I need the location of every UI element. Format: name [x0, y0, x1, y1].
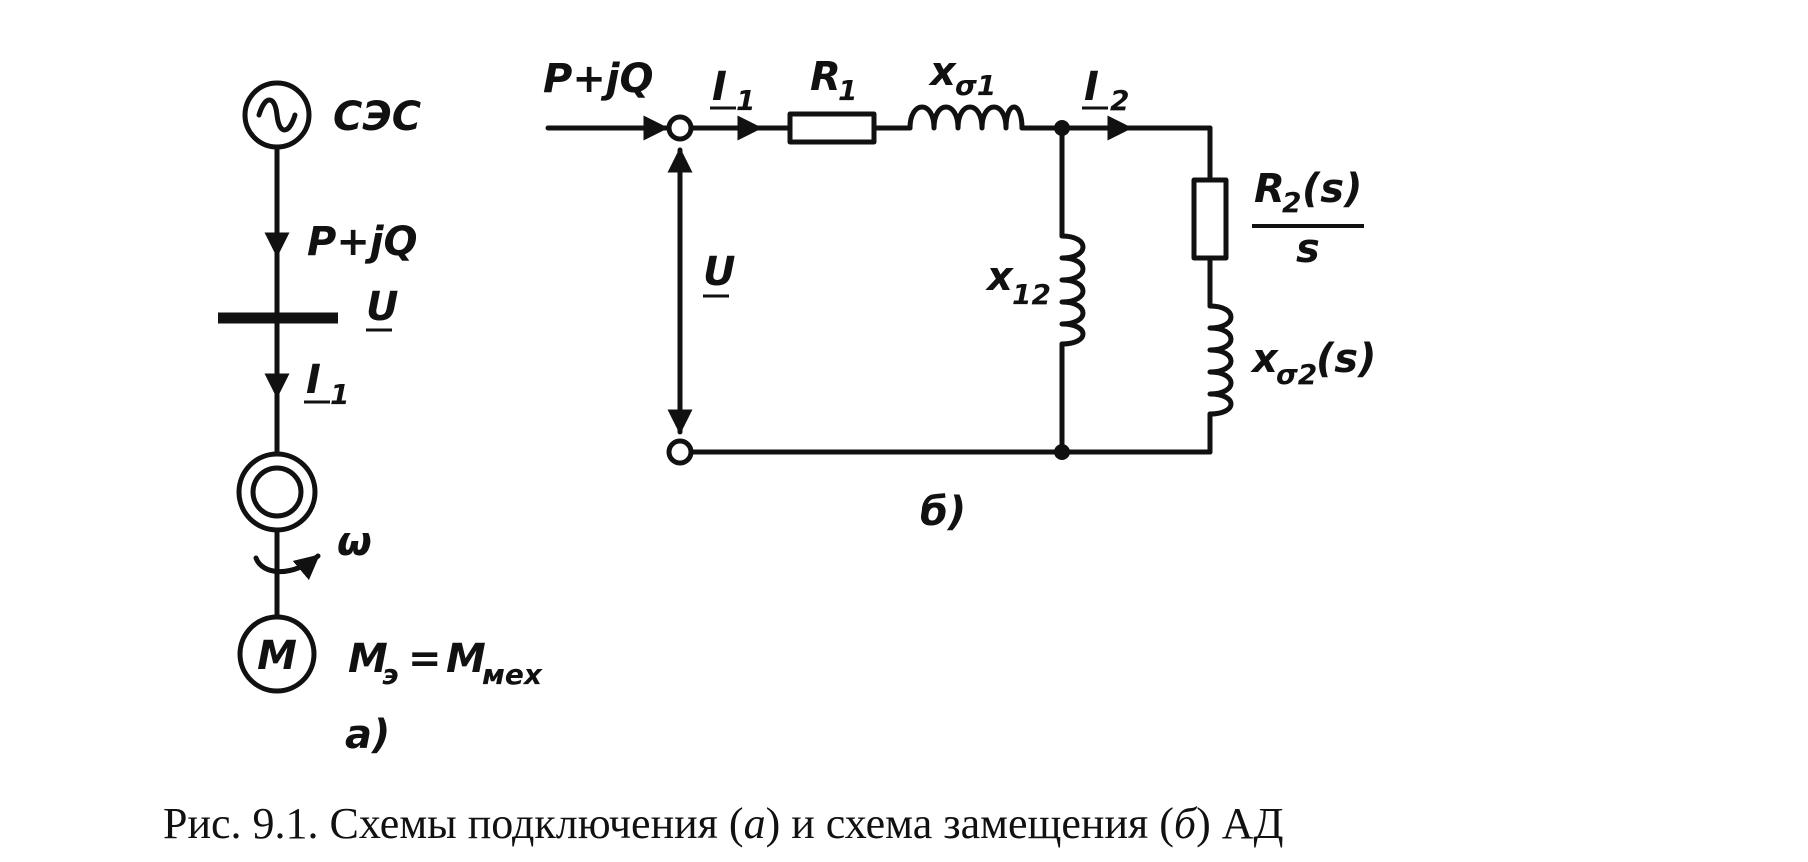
xs2-label-arg: (s) [1316, 336, 1376, 382]
xs2-label: x [1250, 336, 1279, 382]
current-label-a-sub: 1 [330, 378, 349, 411]
load-label: M [257, 633, 297, 679]
r2-label-arg: (s) [1302, 166, 1362, 212]
caption-middle: ) и схема замещения ( [766, 799, 1174, 848]
rotation-arrow-icon [253, 553, 321, 581]
torque-rhs-sub: мех [482, 658, 543, 691]
power-label-a: P+jQ [307, 219, 418, 265]
torque-eq: = [408, 636, 442, 682]
r1-label-sub: 1 [838, 74, 857, 107]
current-label-a: I [306, 357, 321, 403]
omega-label: ω [337, 519, 372, 565]
i2-label: I [1084, 64, 1099, 110]
caption-a: а [744, 799, 766, 848]
terminal-top [666, 114, 694, 142]
i1-label: I [712, 64, 727, 110]
xs2-label-sub: σ2 [1276, 358, 1317, 391]
figure-b: P+jQ I 1 R 1 x σ1 I 2 U [543, 49, 1376, 535]
xs1-label-sub: σ1 [955, 69, 996, 102]
caption-b: б [1174, 799, 1198, 848]
torque-rhs: M [446, 636, 486, 682]
node-bottom [1054, 444, 1070, 460]
mechanical-load-symbol [237, 614, 317, 694]
figure-a: СЭС P+jQ U I 1 ω M M э = M мех а) [218, 80, 543, 758]
inductor-x12 [1059, 233, 1086, 347]
panel-label-a: а) [345, 712, 390, 758]
inductor-xs2 [1207, 303, 1234, 417]
bus-voltage-label: U [366, 284, 398, 330]
r2-denominator: s [1296, 226, 1320, 272]
figure-caption: Рис. 9.1. Схемы подключения (а) и схема … [163, 799, 1284, 848]
caption-prefix: Рис. 9.1. Схемы подключения ( [163, 799, 744, 848]
caption-suffix: ) АД [1196, 799, 1283, 848]
induction-motor-inner [250, 465, 304, 519]
r2-label: R [1254, 166, 1285, 212]
panel-label-b: б) [920, 489, 966, 535]
r2-label-sub: 2 [1282, 186, 1301, 219]
torque-lhs: M [348, 636, 388, 682]
r1-label: R [810, 54, 841, 100]
induction-motor-outer [236, 451, 318, 533]
terminal-bottom [666, 438, 694, 466]
sine-wave-icon [256, 97, 298, 133]
resistor-r1 [787, 111, 877, 145]
inductor-xs1 [907, 104, 1025, 131]
source-label: СЭС [333, 94, 421, 140]
i1-label-sub: 1 [736, 84, 755, 117]
x12-label: x [985, 254, 1014, 300]
u-label: U [703, 249, 735, 295]
xs1-label: x [928, 49, 957, 95]
x12-label-sub: 12 [1012, 278, 1051, 311]
resistor-r2 [1191, 177, 1229, 261]
i2-label-sub: 2 [1110, 84, 1129, 117]
power-label-b: P+jQ [543, 56, 654, 102]
torque-lhs-sub: э [382, 658, 399, 691]
